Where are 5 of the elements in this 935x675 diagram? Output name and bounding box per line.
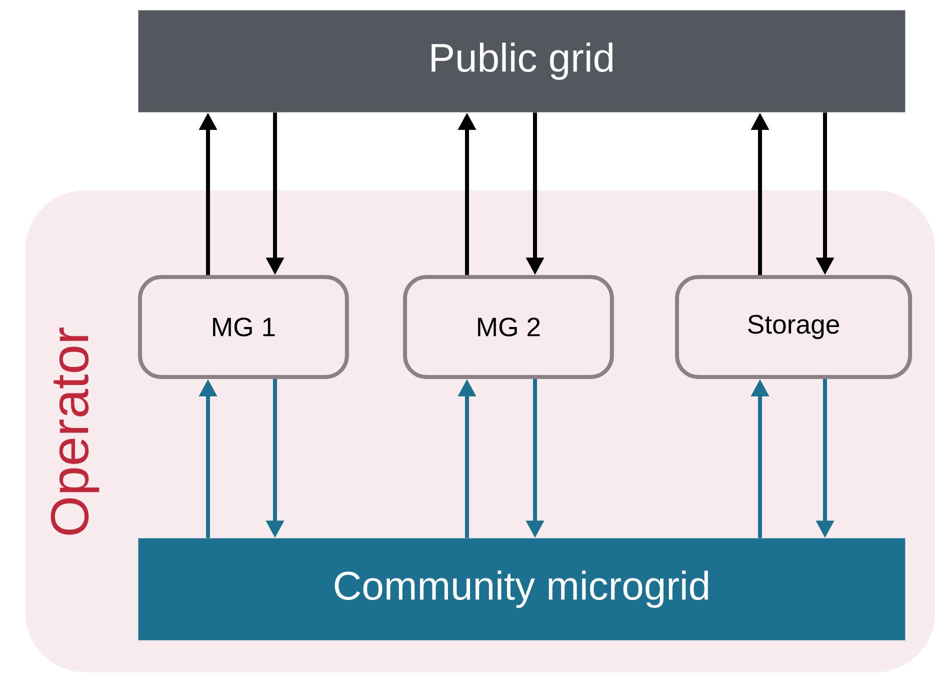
process-box: MG 1 <box>138 275 349 379</box>
public-grid-box: Public grid <box>138 10 906 112</box>
process-box: Storage <box>675 275 912 379</box>
process-box: MG 2 <box>403 275 614 379</box>
community-box: Community microgrid <box>138 538 906 640</box>
